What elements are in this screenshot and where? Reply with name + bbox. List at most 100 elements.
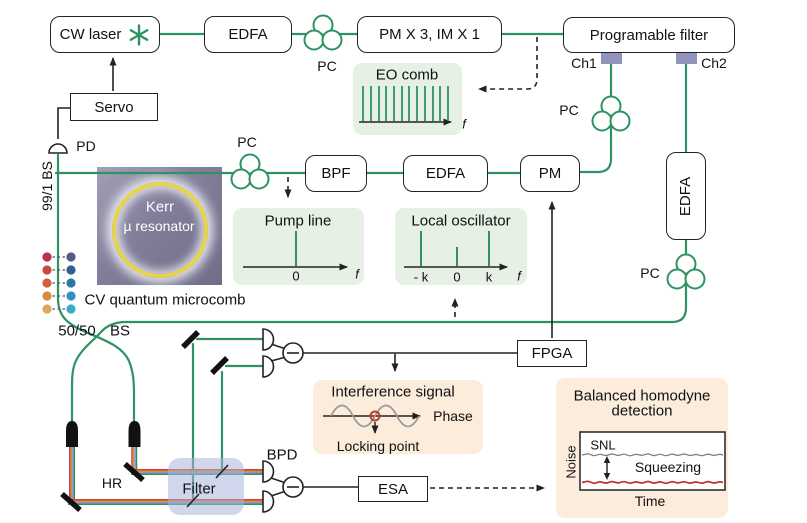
pc-ch1-label: PC [559,102,579,118]
collimator-right-icon [128,421,141,447]
fpga-box: FPGA [517,340,587,367]
eo-comb-spectrum [359,86,452,126]
esa-box: ESA [358,476,428,502]
pm-box: PM [520,155,580,192]
servo-label: Servo [94,98,134,116]
mirror-upper-2-icon [210,356,229,375]
pc-right-label: PC [640,265,660,281]
esa-label: ESA [377,480,408,498]
99-1-bs-label: 99/1 BS [39,161,55,211]
eo-comb-axis-label: f [462,116,466,132]
lo-axis-label: f [517,268,521,284]
collimator-left-icon [66,421,78,447]
hr-mirror-icon [123,461,145,483]
pump-line-title: Pump line [264,212,332,230]
laser-star-icon [129,23,149,46]
programmable-filter-box: Programable filter [563,17,735,53]
detector-2-icon [262,355,275,378]
microring-resonator-icon [111,181,208,278]
snl-label: SNL [590,437,616,453]
pd-to-servo-line [57,107,70,139]
servo-box: Servo [70,93,158,121]
eo-comb-pointer-arrow [478,37,538,93]
ch2-port [676,53,697,64]
programmable-filter-label: Programable filter [589,26,709,44]
pc-mid-label: PC [237,134,257,150]
kerr-label-2: µ resonator [123,218,195,234]
kerr-resonator-image [97,167,222,285]
cw-laser-box: CW laser [50,16,160,53]
edfa-right-label: EDFA [677,176,695,216]
bpd-label: BPD [266,446,298,464]
comb-mode-pairs [42,252,76,314]
locking-point-label: Locking point [336,438,420,454]
pc-mid-icon [230,153,270,190]
lo-tick-k: k [485,269,493,285]
bpf-label: BPF [321,165,351,182]
bhd-plot [579,431,726,491]
pd-icon [48,143,68,154]
bs-input-left-fiber [56,153,136,424]
ch1-port [601,53,622,64]
ch2-label: Ch2 [701,55,727,71]
edfa-top-box: EDFA [204,16,292,53]
pump-axis-label: f [355,266,359,282]
cw-laser-label: CW laser [59,26,122,43]
pm-im-box: PM X 3, IM X 1 [357,16,502,53]
subtractor-top-icon [282,342,304,364]
photodetectors [48,143,304,513]
lo-tick-zero: 0 [453,269,461,285]
snl-trace [581,453,724,457]
fpga-label: FPGA [531,345,573,362]
bhd-title-line2: detection [611,402,673,420]
noise-axis-label: Noise [563,445,579,479]
bs-label: BS [109,322,131,340]
bpd-detector-1-icon [262,460,275,483]
mirror-lower-left-icon [60,491,82,513]
pump-line-spectrum [243,231,348,271]
locking-point-marker [369,410,381,422]
time-axis-label: Time [634,493,666,509]
pc-right-icon [666,253,706,290]
squeezed-trace [581,480,724,485]
mirrors [60,330,229,513]
edfa-mid-label: EDFA [425,165,466,182]
pc-top-label: PC [317,58,337,74]
pump-tick-zero: 0 [292,268,300,284]
bs-output-left-fiber [70,320,128,424]
polarization-controllers [230,14,706,290]
lo-title: Local oscillator [411,212,511,230]
filter-ports [601,53,697,64]
phase-axis-label: Phase [433,408,473,424]
eo-comb-title: EO comb [375,66,439,84]
filter-label: Filter [182,480,216,498]
50-50-label: 50/50 [58,322,96,340]
kerr-label-1: Kerr [145,198,175,216]
dashed-annotation-arrows [284,37,545,492]
pm-label: PM [538,165,562,182]
bpd-detector-2-icon [262,490,275,513]
edfa-top-label: EDFA [228,26,268,43]
error-signal-curve [330,404,420,428]
fiber-paths [54,32,688,500]
pd-label: PD [76,138,96,154]
bhd-title-line1: Balanced homodyne [573,387,711,405]
interference-title: Interference signal [331,383,455,401]
pm-im-label: PM X 3, IM X 1 [379,26,480,43]
cv-microcomb-label: CV quantum microcomb [84,291,246,309]
subtractor-bottom-icon [282,476,304,498]
filter-pickoff-ticks [186,464,229,508]
pump-line-inset [233,208,364,285]
pc-ch1-icon [591,95,631,132]
mirror-upper-1-icon [181,330,200,349]
interference-plot [323,404,421,434]
pc-top-icon [303,14,343,51]
filter-block [168,458,244,515]
edfa-mid-box: EDFA [403,155,488,192]
hr-label: HR [101,475,123,491]
local-oscillator-inset [395,208,527,285]
edfa-right-box: EDFA [666,152,706,240]
lo-spectrum [404,231,508,271]
